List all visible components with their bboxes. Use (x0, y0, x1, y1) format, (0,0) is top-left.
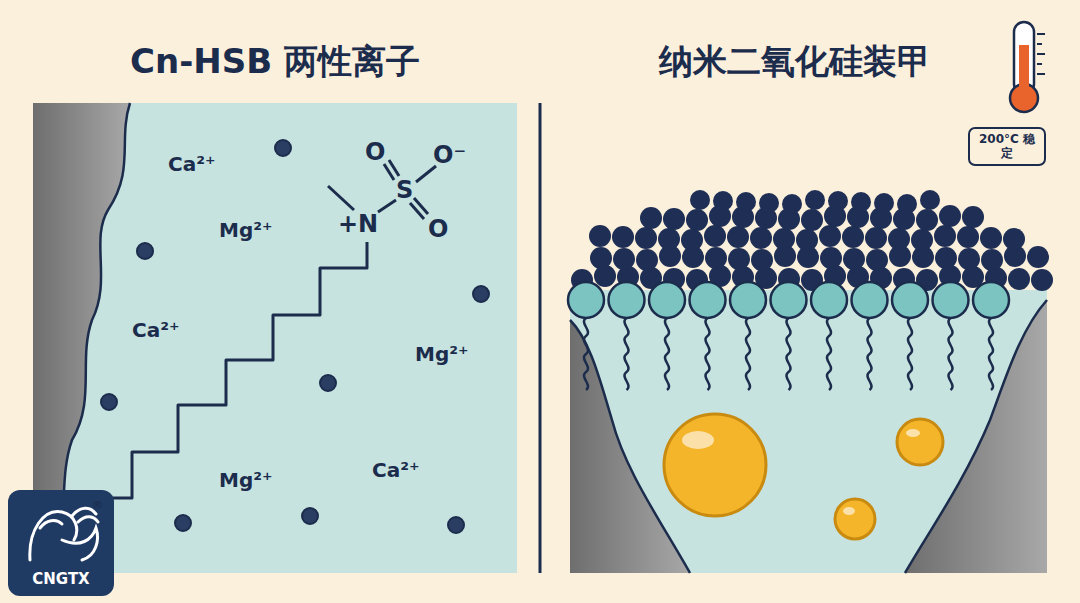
droplet-shine (682, 429, 920, 515)
temperature-tag: 200°C 稳定 (968, 127, 1046, 166)
thermometer-icon (1010, 22, 1045, 112)
ion-label: Ca²⁺ (168, 153, 216, 175)
logo-lion (30, 508, 98, 560)
surfactant-heads (568, 282, 1009, 318)
ion-dots (101, 140, 489, 533)
ion-label: Ca²⁺ (372, 459, 420, 481)
surfactant-tails (584, 318, 993, 390)
ion-label: Ca²⁺ (132, 319, 180, 341)
atom-label: O⁻ (433, 142, 466, 168)
temperature-tag-text: 200°C 稳定 (974, 132, 1040, 161)
logo-badge (8, 490, 114, 596)
atom-label: O (428, 216, 448, 242)
registered-mark: ® (92, 500, 103, 512)
atom-label: +N (338, 211, 378, 237)
logo-text-text: CNGTX (11, 571, 111, 588)
panel-heading: Cn-HSB 两性离子 (130, 43, 420, 80)
ion-label: Mg²⁺ (219, 469, 273, 491)
atom-label: S (396, 177, 413, 203)
right-panel (570, 290, 1047, 573)
atom-label: O (365, 139, 385, 165)
logo-text: CNGTX (11, 571, 111, 588)
ion-label: Mg²⁺ (415, 343, 469, 365)
silica-nanoparticles (571, 190, 1053, 291)
panel-heading: 纳米二氧化硅装甲 (659, 43, 931, 80)
divider (539, 103, 542, 573)
ion-label: Mg²⁺ (219, 219, 273, 241)
zwitterion-molecule (110, 160, 436, 498)
oil-droplets (664, 414, 943, 539)
